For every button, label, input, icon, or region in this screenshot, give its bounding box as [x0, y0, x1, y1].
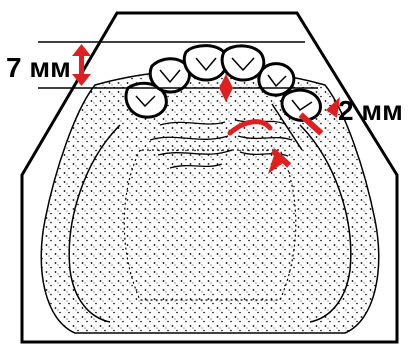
tooth-right-central	[222, 46, 264, 80]
tooth-left-central	[184, 46, 227, 80]
tooth-right-lateral	[259, 64, 294, 95]
label-2mm: 2 мм	[338, 95, 403, 126]
label-7mm: 7 мм	[6, 52, 71, 83]
